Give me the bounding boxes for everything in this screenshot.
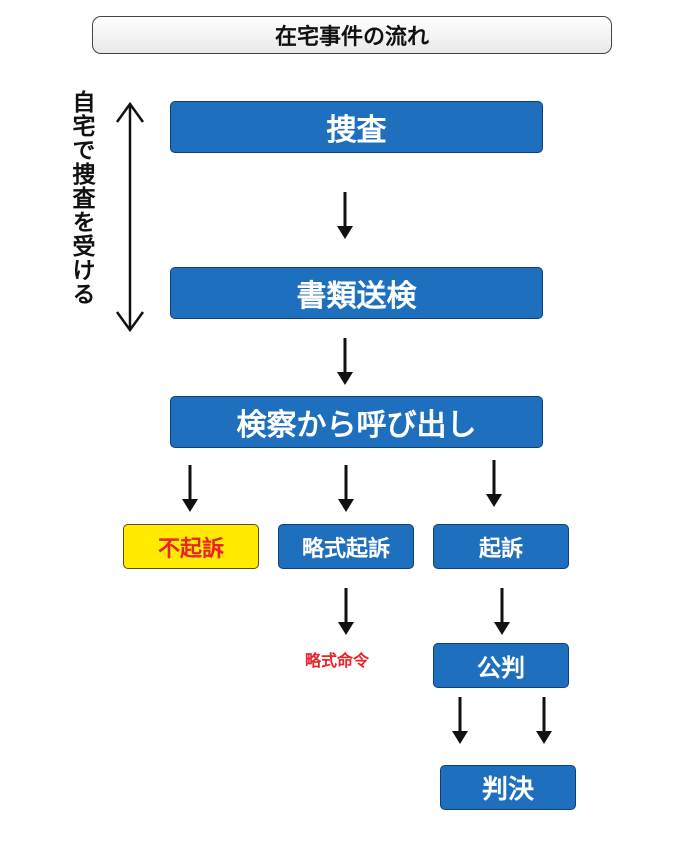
node-document-referral: 書類送検	[170, 267, 543, 319]
diagram-title: 在宅事件の流れ	[92, 16, 612, 54]
arrow-investigation-to-referral	[337, 192, 353, 239]
double-arrow-icon	[115, 101, 145, 333]
arrow-indictment-to-trial	[494, 588, 510, 635]
arrow-summary-indictment-to-order	[338, 588, 354, 635]
arrow-summons-to-summary-indictment	[338, 465, 354, 512]
node-indictment: 起訴	[433, 524, 569, 569]
node-summary-order: 略式命令	[305, 651, 370, 670]
node-prosecutor-summons: 検察から呼び出し	[170, 396, 543, 448]
node-public-trial: 公判	[433, 643, 569, 688]
arrow-summons-to-non-prosecution	[182, 465, 198, 512]
node-judgment: 判決	[440, 765, 576, 810]
side-label: 自宅で捜査を受ける	[68, 90, 94, 306]
arrow-summons-to-indictment	[486, 460, 502, 507]
node-summary-indictment: 略式起訴	[278, 524, 414, 569]
arrow-trial-to-judgment-right	[536, 697, 552, 744]
arrow-trial-to-judgment-left	[452, 697, 468, 744]
node-non-prosecution: 不起訴	[123, 524, 259, 569]
node-investigation: 捜査	[170, 101, 543, 153]
arrow-referral-to-summons	[337, 338, 353, 385]
